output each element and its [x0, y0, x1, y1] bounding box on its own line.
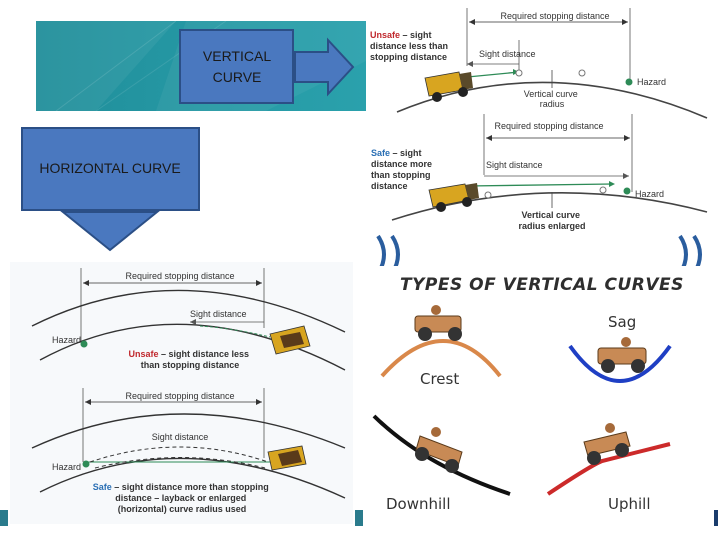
uphill-label: Uphill: [608, 495, 651, 513]
types-title: TYPES OF VERTICAL CURVES: [400, 275, 684, 295]
crest-label: Crest: [420, 370, 459, 388]
bottom-radius-label: Vertical curve radius enlarged: [518, 210, 585, 231]
h-bottom-safe: Safe – sight distance more than stopping…: [93, 482, 272, 514]
right-accent-mark: [714, 510, 718, 526]
truck-icon: [424, 71, 473, 102]
h-top-sight: Sight distance: [190, 309, 247, 319]
h-top-hazard: Hazard: [52, 335, 81, 345]
bottom-sight-distance: Sight distance: [486, 160, 543, 170]
truck-icon: [267, 445, 307, 471]
horizontal-curve-diagram: Required stopping distance Sight distanc…: [10, 262, 353, 524]
truck-icon: [269, 325, 311, 355]
left-accent-mark: [0, 510, 8, 526]
h-bottom-required: Required stopping distance: [125, 391, 234, 401]
horizontal-callout-shape: [21, 127, 200, 252]
top-required-distance: Required stopping distance: [500, 11, 609, 21]
bottom-hazard-label: Hazard: [635, 189, 664, 199]
h-bottom-sight: Sight distance: [152, 432, 209, 442]
vertical-curve-diagram: Required stopping distance Unsafe – sigh…: [367, 0, 720, 250]
jeep-icon: [583, 423, 631, 465]
h-bottom-hazard: Hazard: [52, 462, 81, 472]
vertical-curve-label: VERTICAL CURVE: [202, 48, 272, 85]
bottom-required-distance: Required stopping distance: [494, 121, 603, 131]
jeep-icon: [597, 337, 647, 373]
top-unsafe-note: Unsafe – sight distance less than stoppi…: [370, 30, 451, 62]
jeep-icon: [415, 427, 463, 473]
bottom-safe-note: Safe – sight distance more than stopping…: [371, 148, 435, 191]
top-hazard-label: Hazard: [637, 77, 666, 87]
downhill-label: Downhill: [386, 495, 451, 513]
vertical-callout-shape: [179, 29, 355, 104]
jeep-icon: [414, 305, 462, 341]
top-sight-distance: Sight distance: [479, 49, 536, 59]
types-of-vertical-curves: TYPES OF VERTICAL CURVES Crest Sag Downh…: [370, 266, 710, 524]
truck-icon: [428, 183, 479, 212]
middle-accent-mark: [355, 510, 363, 526]
h-top-required: Required stopping distance: [125, 271, 234, 281]
sag-label: Sag: [608, 313, 636, 331]
horizontal-curve-label: HORIZONTAL CURVE: [39, 160, 181, 176]
h-top-unsafe: Unsafe – sight distance less than stoppi…: [128, 349, 251, 370]
top-radius-label: Vertical curve radius: [524, 89, 581, 109]
